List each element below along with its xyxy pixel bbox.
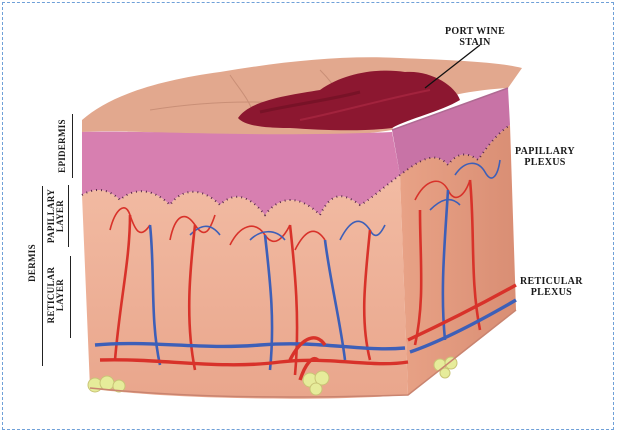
port-wine-stain-label: PORT WINE STAIN	[445, 26, 505, 48]
dermis-label: DERMIS	[28, 231, 37, 295]
papillary-layer-bracket	[68, 185, 69, 247]
dermis-bracket	[42, 186, 43, 366]
papillary-layer-label: PAPILLARY LAYER	[47, 184, 65, 248]
epidermis-bracket	[72, 114, 73, 178]
papillary-plexus-label: PAPILLARY PLEXUS	[515, 146, 575, 168]
epidermis-label: EPIDERMIS	[58, 114, 67, 178]
reticular-plexus-label: RETICULAR PLEXUS	[520, 276, 583, 298]
reticular-layer-bracket	[70, 256, 71, 338]
reticular-layer-label: RETICULAR LAYER	[47, 255, 65, 335]
